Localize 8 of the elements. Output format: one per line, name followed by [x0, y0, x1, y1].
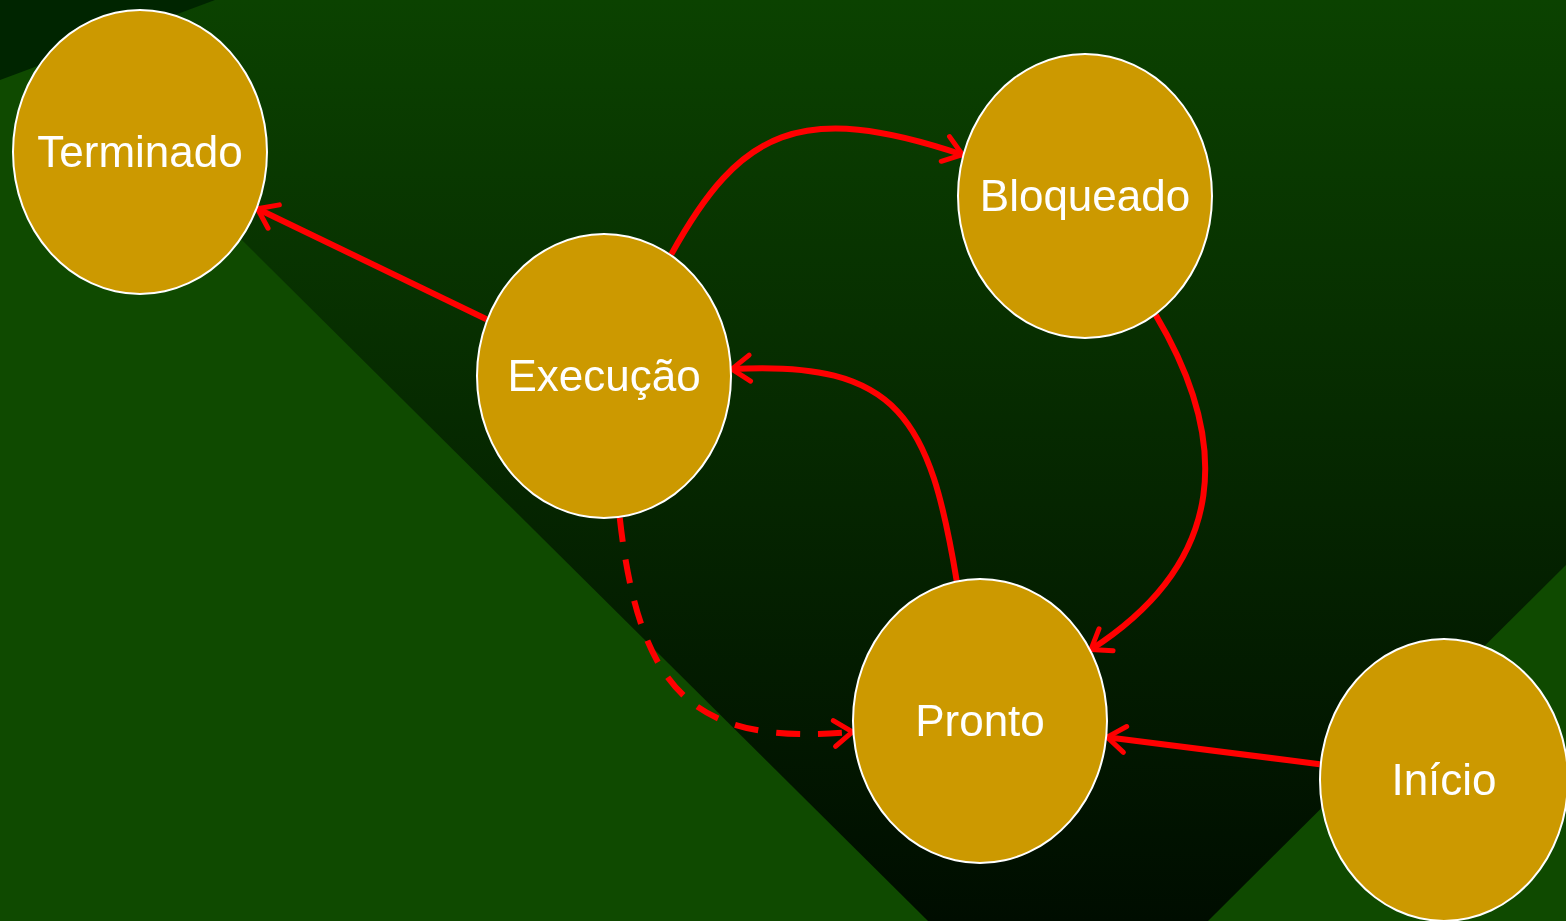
state-label: Bloqueado [979, 171, 1191, 221]
state-label: Pronto [915, 696, 1045, 746]
transition-arrow [1088, 313, 1209, 653]
transition-arrow [668, 125, 965, 256]
state-label: Início [1391, 755, 1497, 805]
transition-arrow [255, 202, 488, 322]
state-label: Terminado [37, 127, 243, 177]
state-label: Execução [507, 351, 701, 401]
